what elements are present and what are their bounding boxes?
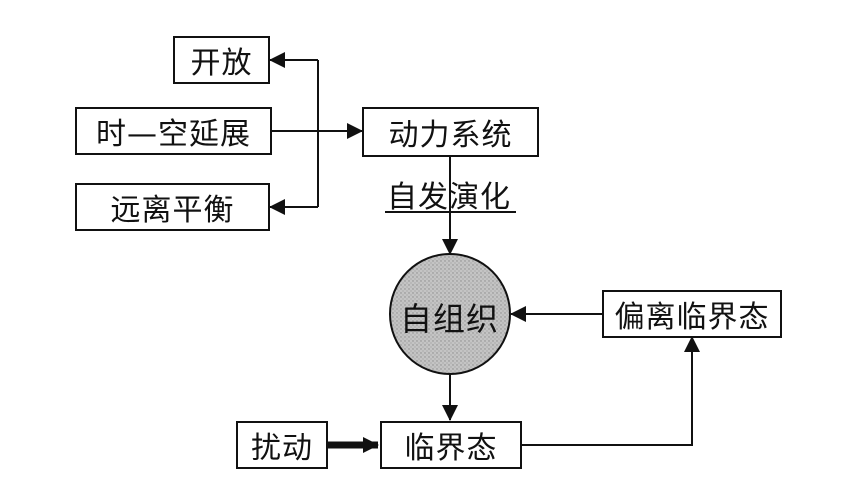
- node-dynamic-system: 动力系统: [362, 107, 539, 157]
- node-disturbance: 扰动: [236, 421, 328, 469]
- node-deviate-critical-state: 偏离临界态: [602, 290, 782, 338]
- node-self-organization: 自组织: [400, 300, 500, 338]
- arrow-critical-to-deviate: [522, 336, 700, 446]
- edge-label-spontaneous-evolution: 自发演化: [387, 180, 511, 215]
- node-open: 开放: [173, 36, 270, 84]
- node-space-time-extension: 时—空延展: [75, 107, 272, 155]
- node-critical-state: 临界态: [380, 421, 522, 469]
- node-far-from-equilibrium: 远离平衡: [75, 183, 270, 231]
